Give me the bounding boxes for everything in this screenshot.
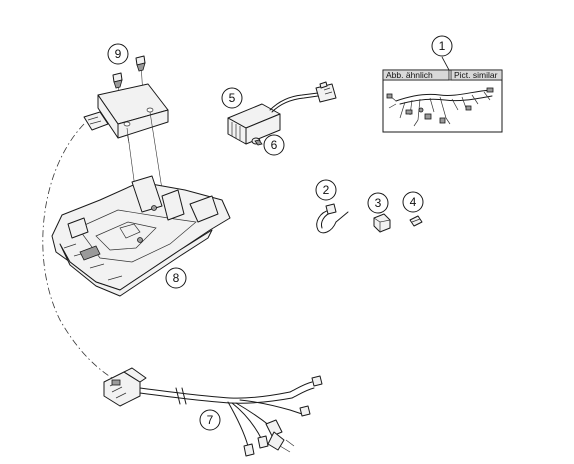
callout-4-label: 4 xyxy=(410,195,417,209)
callout-9-label: 9 xyxy=(115,47,122,61)
callout-4: 4 xyxy=(402,191,424,213)
bracket-part xyxy=(51,111,231,297)
callout-8: 8 xyxy=(165,267,187,289)
regulator-screw-part xyxy=(251,137,263,146)
regulator-part xyxy=(227,81,337,145)
callout-7: 7 xyxy=(199,409,221,431)
callout-9: 9 xyxy=(107,43,129,65)
connection-dashed-line xyxy=(42,123,113,379)
callout-5-label: 5 xyxy=(229,91,236,105)
cable-tie-part xyxy=(316,203,349,234)
callout-1: 1 xyxy=(431,35,453,57)
inset-box: Abb. ähnlich Pict. similar xyxy=(382,56,503,133)
control-unit-part xyxy=(83,83,169,139)
callout-2-label: 2 xyxy=(323,183,330,197)
callout-6-label: 6 xyxy=(271,138,278,152)
callout-2: 2 xyxy=(315,179,337,201)
inset-label-de: Abb. ähnlich xyxy=(386,70,433,80)
callout-3-label: 3 xyxy=(375,196,382,210)
inset-harness-drawing xyxy=(386,87,494,127)
inset-label-en: Pict. similar xyxy=(454,70,498,80)
callout-1-label: 1 xyxy=(439,39,446,53)
callout-5: 5 xyxy=(221,87,243,109)
callout-6: 6 xyxy=(263,134,285,156)
wiring-harness-part xyxy=(103,367,323,457)
callout-7-label: 7 xyxy=(207,413,214,427)
cap-part xyxy=(373,213,391,233)
callout-3: 3 xyxy=(367,192,389,214)
callout-8-label: 8 xyxy=(173,271,180,285)
clip-part xyxy=(409,215,423,227)
